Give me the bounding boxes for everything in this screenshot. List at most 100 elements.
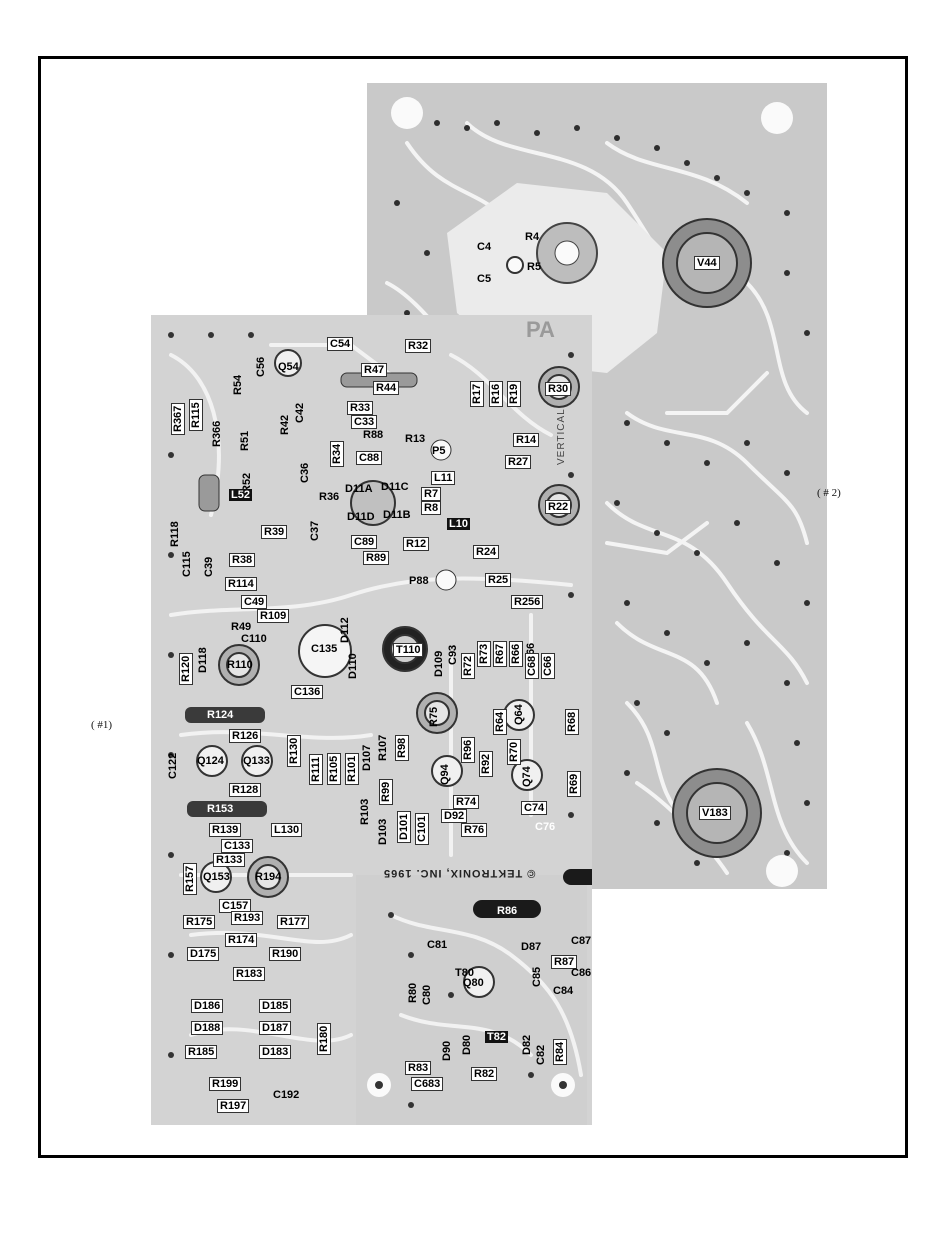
label-c683: C683	[411, 1077, 444, 1091]
label-r367: R367	[171, 402, 185, 435]
label-r76: R76	[461, 823, 488, 837]
label-r39: R39	[261, 525, 288, 539]
label-c86: C86	[571, 967, 592, 979]
label-r107: R107	[377, 734, 389, 761]
label-c135: C135	[311, 643, 338, 655]
label-r83: R83	[405, 1061, 432, 1075]
label-l130: L130	[271, 823, 303, 837]
label-q124: Q124	[197, 755, 224, 767]
label-q133: Q133	[243, 755, 270, 767]
label-r17: R17	[470, 380, 484, 407]
label-r32: R32	[405, 339, 432, 353]
label-d183: D183	[259, 1045, 292, 1059]
label-c49: C49	[241, 595, 268, 609]
label-r19: R19	[507, 380, 521, 407]
label-r22: R22	[545, 500, 572, 514]
label-r128: R128	[229, 783, 262, 797]
label-c157: C157	[219, 899, 252, 913]
label-r5: R5	[527, 261, 542, 273]
label-r72: R72	[461, 652, 475, 679]
label-d90: D90	[441, 1040, 453, 1061]
label-r124: R124	[207, 709, 234, 721]
label-v183: V183	[699, 806, 731, 820]
label-r153: R153	[207, 803, 234, 815]
label-r194: R194	[255, 871, 282, 883]
label-r75: R75	[428, 706, 440, 727]
label-c84: C84	[553, 985, 574, 997]
label-r87: R87	[551, 955, 578, 969]
label-q80: Q80	[463, 977, 484, 989]
label-r25: R25	[485, 573, 512, 587]
label-c66: C66	[541, 652, 555, 679]
label-t80: T80	[455, 967, 474, 979]
label-r139: R139	[209, 823, 242, 837]
label-r118: R118	[169, 521, 181, 547]
label-r13: R13	[405, 433, 426, 445]
label-r4: R4	[525, 231, 540, 243]
label-c5: C5	[477, 273, 492, 285]
label-c115: C115	[181, 551, 193, 577]
label-c93: C93	[447, 644, 459, 665]
circuit-board-1: PA VERTICAL © TEKTRONIX, INC. 1965 C54 R…	[151, 315, 592, 1125]
label-p5: P5	[432, 445, 446, 457]
label-d101: D101	[397, 810, 411, 843]
label-r92: R92	[479, 750, 493, 777]
label-c36: C36	[299, 462, 311, 483]
label-r70: R70	[507, 738, 521, 765]
board2-traces	[385, 97, 810, 887]
label-r190: R190	[269, 947, 302, 961]
label-c88: C88	[356, 451, 383, 465]
label-r130: R130	[287, 734, 301, 767]
label-r197: R197	[217, 1099, 250, 1113]
label-r96: R96	[461, 736, 475, 763]
label-r7: R7	[421, 487, 442, 501]
label-q64: Q64	[513, 704, 525, 725]
label-r51: R51	[239, 430, 251, 451]
label-r99: R99	[379, 778, 393, 805]
label-p88: P88	[409, 575, 429, 587]
label-d188: D188	[191, 1021, 224, 1035]
label-c33: C33	[351, 415, 378, 429]
label-d11a: D11A	[345, 483, 373, 495]
silkscreen-vertical: VERTICAL	[556, 408, 567, 465]
label-q153: Q153	[203, 871, 230, 883]
label-r12: R12	[403, 537, 430, 551]
label-c37: C37	[309, 520, 321, 541]
label-r366: R366	[211, 420, 223, 447]
label-l11: L11	[431, 471, 456, 485]
label-r185: R185	[185, 1045, 218, 1059]
label-c68: C68	[525, 652, 539, 679]
label-r84: R84	[553, 1038, 567, 1065]
label-d186: D186	[191, 999, 224, 1013]
label-d110: D110	[347, 653, 359, 679]
figure-frame: C4 R4 R5 C5 V44 V183	[38, 56, 908, 1158]
label-r42: R42	[279, 414, 291, 435]
label-r49: R49	[231, 621, 252, 633]
label-d11b: D11B	[383, 509, 411, 521]
label-d80: D80	[461, 1034, 473, 1055]
label-r157: R157	[183, 862, 197, 895]
label-t82: T82	[485, 1031, 508, 1043]
label-d11d: D11D	[347, 511, 375, 523]
label-c42: C42	[294, 402, 306, 423]
label-d87: D87	[521, 941, 542, 953]
label-c110: C110	[241, 633, 267, 645]
label-r14: R14	[513, 433, 540, 447]
silkscreen-pa: PA	[526, 317, 555, 342]
label-d11c: D11C	[381, 481, 409, 493]
label-r86: R86	[497, 905, 518, 917]
label-r199: R199	[209, 1077, 242, 1091]
label-t110: T110	[393, 643, 424, 657]
label-r16: R16	[489, 380, 503, 407]
label-r110: R110	[227, 659, 253, 671]
label-c87: C87	[571, 935, 592, 947]
label-r88: R88	[363, 429, 384, 441]
label-c56: C56	[255, 356, 267, 377]
label-c122: C122	[167, 752, 179, 779]
label-l52: L52	[229, 489, 252, 501]
label-c101: C101	[415, 812, 429, 845]
label-r101: R101	[345, 752, 359, 785]
label-r24: R24	[473, 545, 500, 559]
label-c89: C89	[351, 535, 378, 549]
label-r177: R177	[277, 915, 310, 929]
